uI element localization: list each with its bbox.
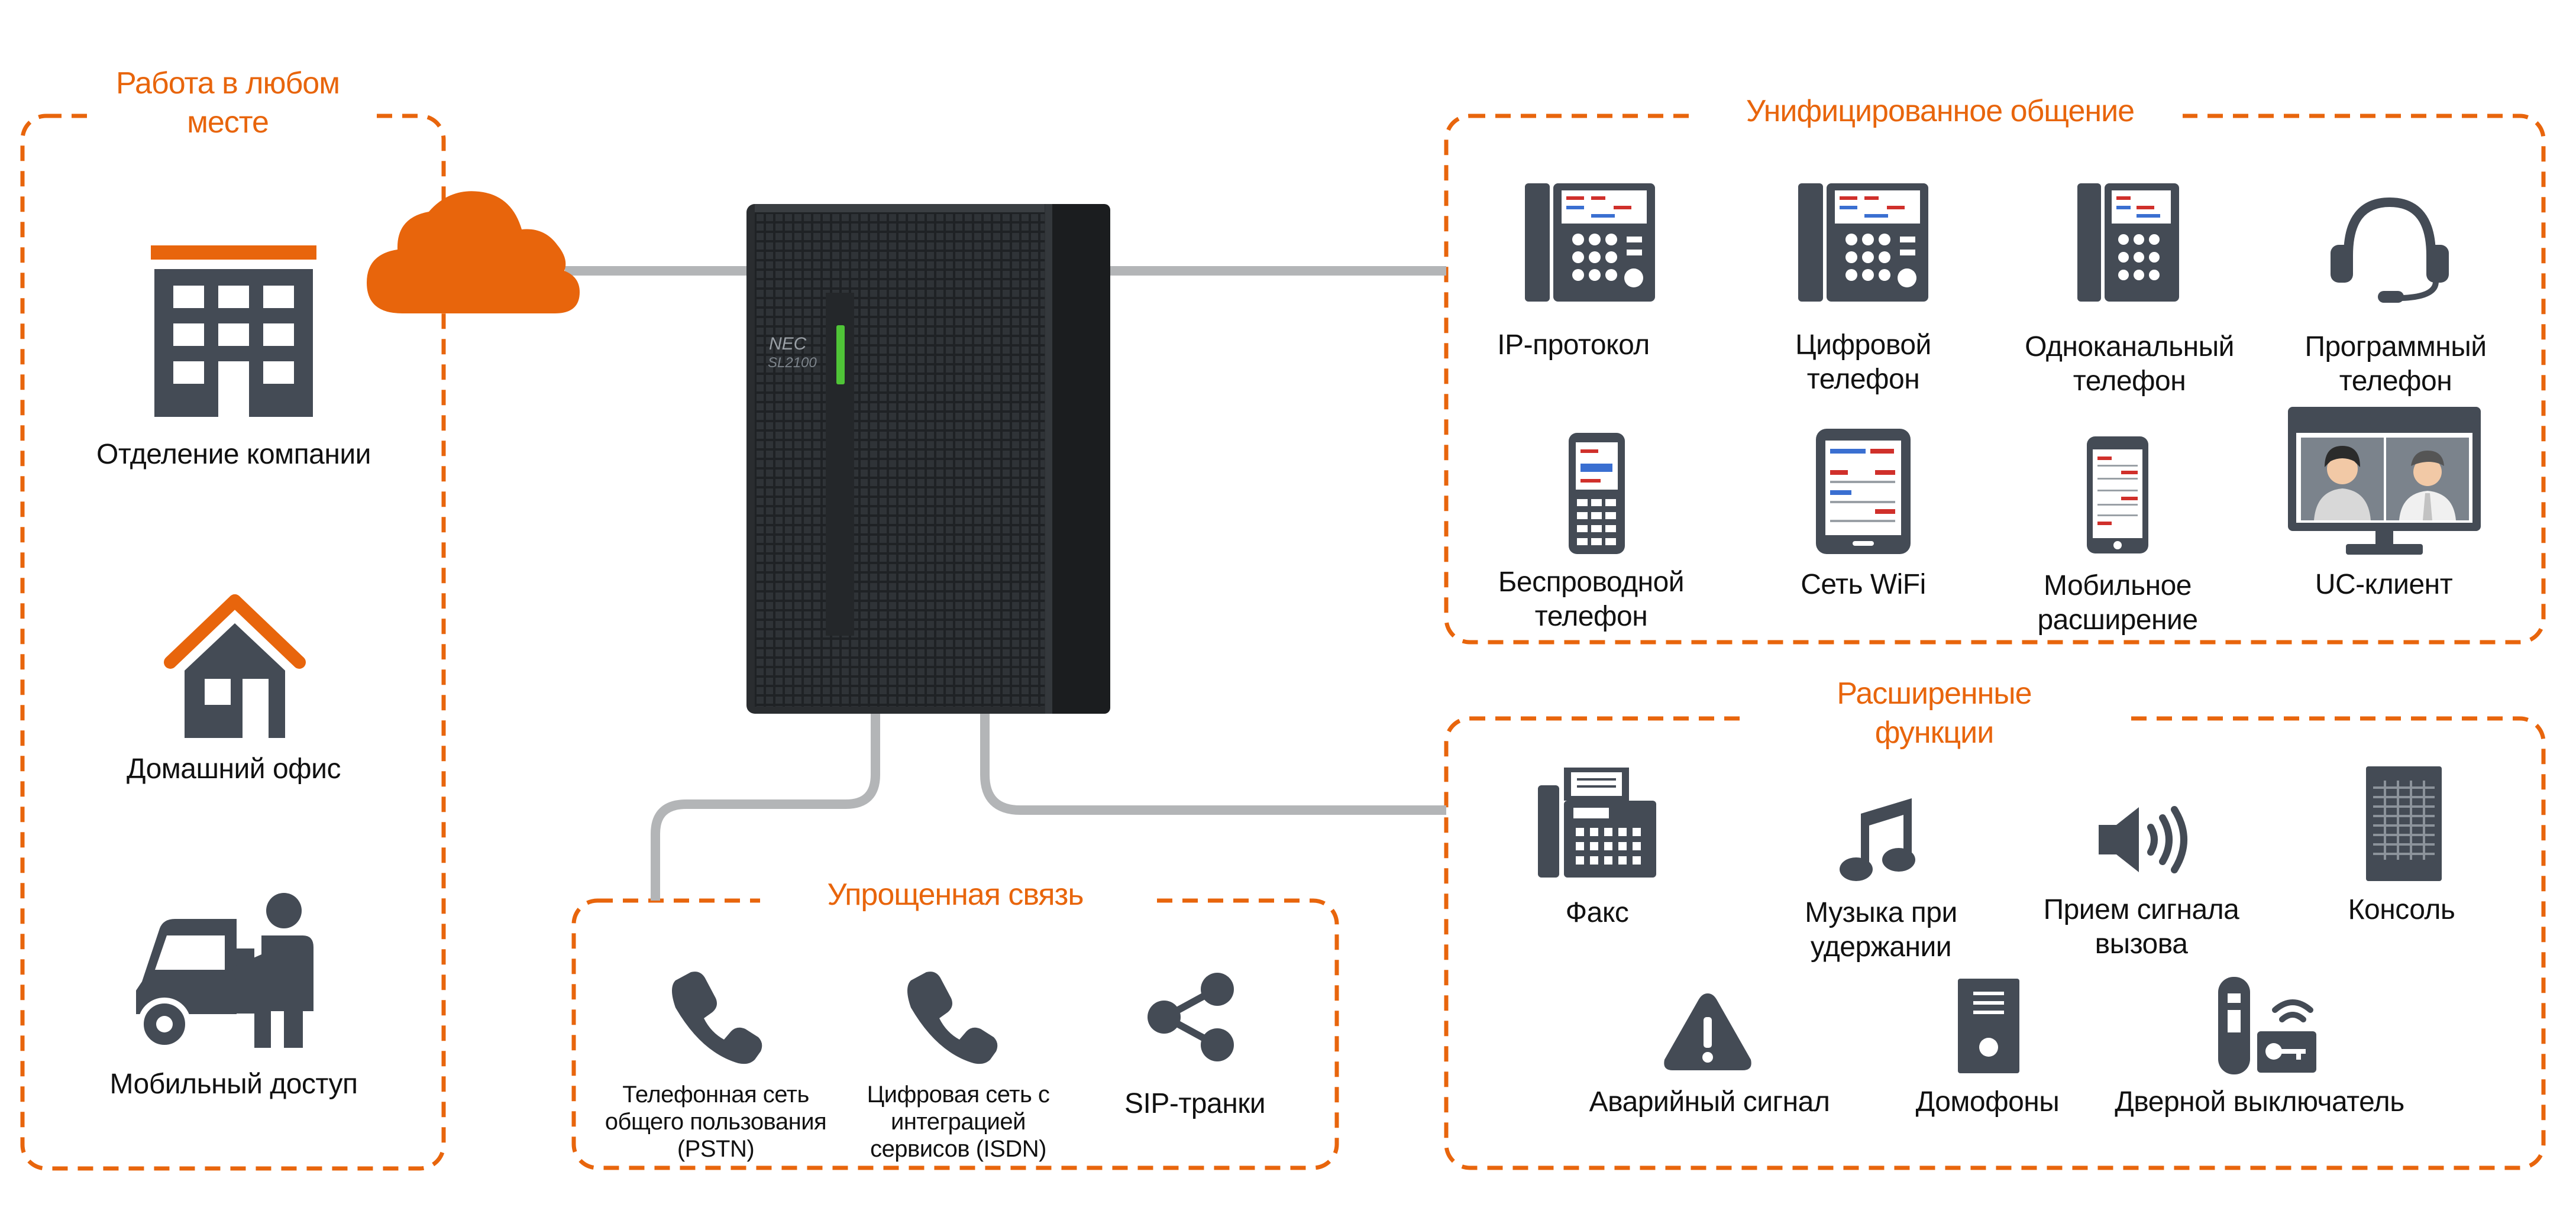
label-alarm: Аварийный сигнал [1589, 1086, 1830, 1118]
label-console: Консоль [2348, 894, 2455, 925]
cable-advanced [980, 707, 1446, 815]
wifi-phone-icon [1816, 429, 1911, 554]
label-single-line-phone: Одноканальный телефон [2025, 331, 2234, 397]
label-door-switch: Дверной выключатель [2115, 1086, 2404, 1118]
group-title-advanced: Расширенные функции [1745, 674, 2123, 752]
label-fax: Факс [1565, 897, 1629, 928]
digital-phone-icon [1798, 183, 1928, 302]
label-music-on-hold: Музыка при удержании [1805, 897, 1957, 963]
label-ip: IP-протокол [1497, 329, 1650, 361]
cordless-phone-icon [1569, 433, 1625, 554]
music-note-icon [1840, 798, 1915, 881]
group-title-uc: Унифицированное общение [1698, 92, 2183, 131]
cable-simple [651, 707, 880, 901]
house-icon [164, 594, 306, 738]
label-digital-phone: Цифровой телефон [1795, 329, 1931, 395]
share-icon [1148, 973, 1234, 1061]
server-model: SL2100 [768, 355, 817, 371]
label-mobile-extension: Мобильное расширение [2037, 570, 2198, 636]
door-lock-icon [2218, 977, 2316, 1074]
label-pstn: Телефонная сеть общего пользования (PSTN… [605, 1082, 827, 1162]
label-call-announce: Прием сигнала вызова [2043, 894, 2239, 960]
cloud-icon [367, 191, 580, 313]
console-icon [2366, 766, 2442, 881]
building-icon [151, 245, 316, 417]
headset-icon [2331, 197, 2449, 303]
ip-phone-icon [1525, 183, 1655, 302]
label-intercom: Домофоны [1915, 1086, 2060, 1118]
fax-icon [1538, 768, 1656, 878]
intercom-icon [1958, 979, 2019, 1073]
label-isdn: Цифровая сеть с интеграцией сервисов (IS… [867, 1082, 1050, 1162]
video-monitor-icon [2288, 407, 2481, 555]
label-cordless: Беспроводной телефон [1498, 566, 1685, 632]
frame-uc [1444, 114, 2546, 645]
label-mobile-access: Мобильный доступ [109, 1069, 358, 1100]
speaker-icon [2099, 806, 2187, 873]
isdn-handset-icon [907, 972, 998, 1064]
label-branch-office: Отделение компании [96, 439, 371, 470]
label-wifi: Сеть WiFi [1801, 569, 1926, 600]
label-uc-client: UC-клиент [2315, 569, 2453, 600]
warning-icon [1664, 993, 1751, 1070]
pstn-handset-icon [672, 972, 762, 1064]
label-home-office: Домашний офис [127, 753, 341, 785]
server-brand: NEC [769, 334, 807, 354]
single-line-phone-icon [2077, 183, 2179, 302]
pbx-server [746, 204, 1110, 714]
group-title-anywhere: Работа в любом месте [89, 64, 367, 142]
label-sip-trunks: SIP-транки [1124, 1088, 1266, 1119]
label-softphone: Программный телефон [2304, 331, 2487, 397]
smartphone-icon [2087, 436, 2148, 553]
group-title-simple: Упрощенная связь [760, 875, 1150, 914]
car-person-icon [136, 893, 313, 1051]
